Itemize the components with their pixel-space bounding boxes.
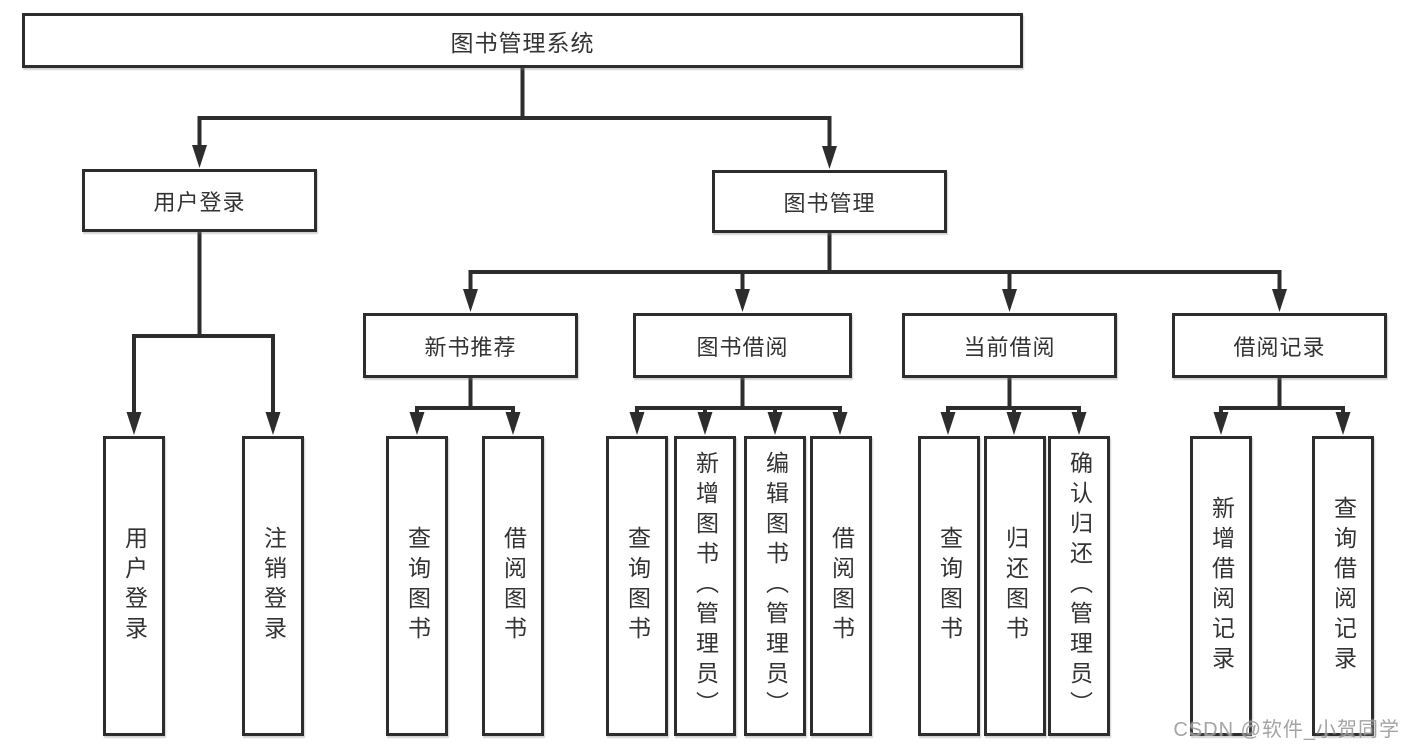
node-book-borrowing: 图书借阅 xyxy=(633,313,852,378)
csdn-watermark: CSDN @软件_小贺同学 xyxy=(1173,719,1400,741)
connector-user-login-to-leaves xyxy=(126,231,281,435)
leaf-borrow-books-recommend: 借阅图书 xyxy=(482,436,544,736)
connector-current-borrowing-to-leaves xyxy=(940,377,1087,435)
leaf-query-books-recommend: 查询图书 xyxy=(386,436,448,736)
node-label: 借阅记录 xyxy=(1233,334,1326,360)
arrow-down-icon xyxy=(1006,412,1022,435)
node-label: 归还图书 xyxy=(1002,526,1029,646)
leaf-edit-books-admin: 编辑图书（管理员） xyxy=(744,436,806,736)
leaf-return-books: 归还图书 xyxy=(984,436,1046,736)
leaf-logout-login: 注销登录 xyxy=(242,436,304,736)
connector-new-book-recommendation-to-leaves xyxy=(409,377,521,435)
node-label: 图书管理 xyxy=(783,190,876,216)
node-label: 当前借阅 xyxy=(963,334,1056,360)
node-library-management-system: 图书管理系统 xyxy=(22,13,1023,68)
node-label: 图书借阅 xyxy=(696,334,789,360)
arrow-down-icon xyxy=(940,412,956,435)
connector-root-to-level2 xyxy=(192,66,837,169)
arrow-down-icon xyxy=(1272,289,1287,312)
node-label: 借阅图书 xyxy=(828,526,855,646)
node-label: 新书推荐 xyxy=(424,334,517,360)
arrow-down-icon xyxy=(629,412,645,435)
leaf-query-borrow-record: 查询借阅记录 xyxy=(1312,436,1374,736)
node-new-book-recommendation: 新书推荐 xyxy=(363,313,578,378)
connector-book-borrowing-to-leaves xyxy=(629,377,848,435)
connector-borrowing-records-to-leaves xyxy=(1213,377,1351,435)
node-current-borrowing: 当前借阅 xyxy=(902,313,1117,378)
node-label: 新增图书（管理员） xyxy=(692,451,719,721)
arrow-down-icon xyxy=(1335,412,1351,435)
arrow-down-icon xyxy=(505,412,521,435)
arrow-down-icon xyxy=(265,412,281,435)
arrow-down-icon xyxy=(735,289,750,312)
arrow-down-icon xyxy=(1213,412,1229,435)
node-label: 查询图书 xyxy=(936,526,963,646)
connector-book-management-to-level3 xyxy=(463,232,1287,312)
arrow-down-icon xyxy=(409,412,425,435)
leaf-user-login: 用户登录 xyxy=(103,436,165,736)
arrow-down-icon xyxy=(463,289,478,312)
node-label: 图书管理系统 xyxy=(450,29,595,56)
arrow-down-icon xyxy=(1002,289,1017,312)
leaf-confirm-return-admin: 确认归还（管理员） xyxy=(1048,436,1110,736)
node-label: 新增借阅记录 xyxy=(1208,496,1235,676)
arrow-down-icon xyxy=(822,146,837,169)
leaf-query-books-borrowing: 查询图书 xyxy=(606,436,668,736)
node-label: 查询图书 xyxy=(404,526,431,646)
node-borrowing-records: 借阅记录 xyxy=(1172,313,1387,378)
node-user-login: 用户登录 xyxy=(82,169,317,232)
leaf-add-borrow-record: 新增借阅记录 xyxy=(1190,436,1252,736)
node-book-management: 图书管理 xyxy=(712,170,947,233)
arrow-down-icon xyxy=(126,412,142,435)
node-label: 注销登录 xyxy=(260,526,287,646)
arrow-down-icon xyxy=(767,412,783,435)
leaf-add-books-admin: 新增图书（管理员） xyxy=(674,436,736,736)
node-label: 用户登录 xyxy=(153,189,246,215)
arrow-down-icon xyxy=(697,412,713,435)
leaf-borrow-books-borrowing: 借阅图书 xyxy=(810,436,872,736)
arrow-down-icon xyxy=(192,145,207,168)
leaf-query-books-current: 查询图书 xyxy=(918,436,980,736)
arrow-down-icon xyxy=(832,412,848,435)
node-label: 借阅图书 xyxy=(500,526,527,646)
arrow-down-icon xyxy=(1071,412,1087,435)
node-label: 用户登录 xyxy=(121,526,148,646)
node-label: 编辑图书（管理员） xyxy=(762,451,789,721)
node-label: 查询图书 xyxy=(624,526,651,646)
node-label: 确认归还（管理员） xyxy=(1066,451,1093,721)
node-label: 查询借阅记录 xyxy=(1330,496,1357,676)
